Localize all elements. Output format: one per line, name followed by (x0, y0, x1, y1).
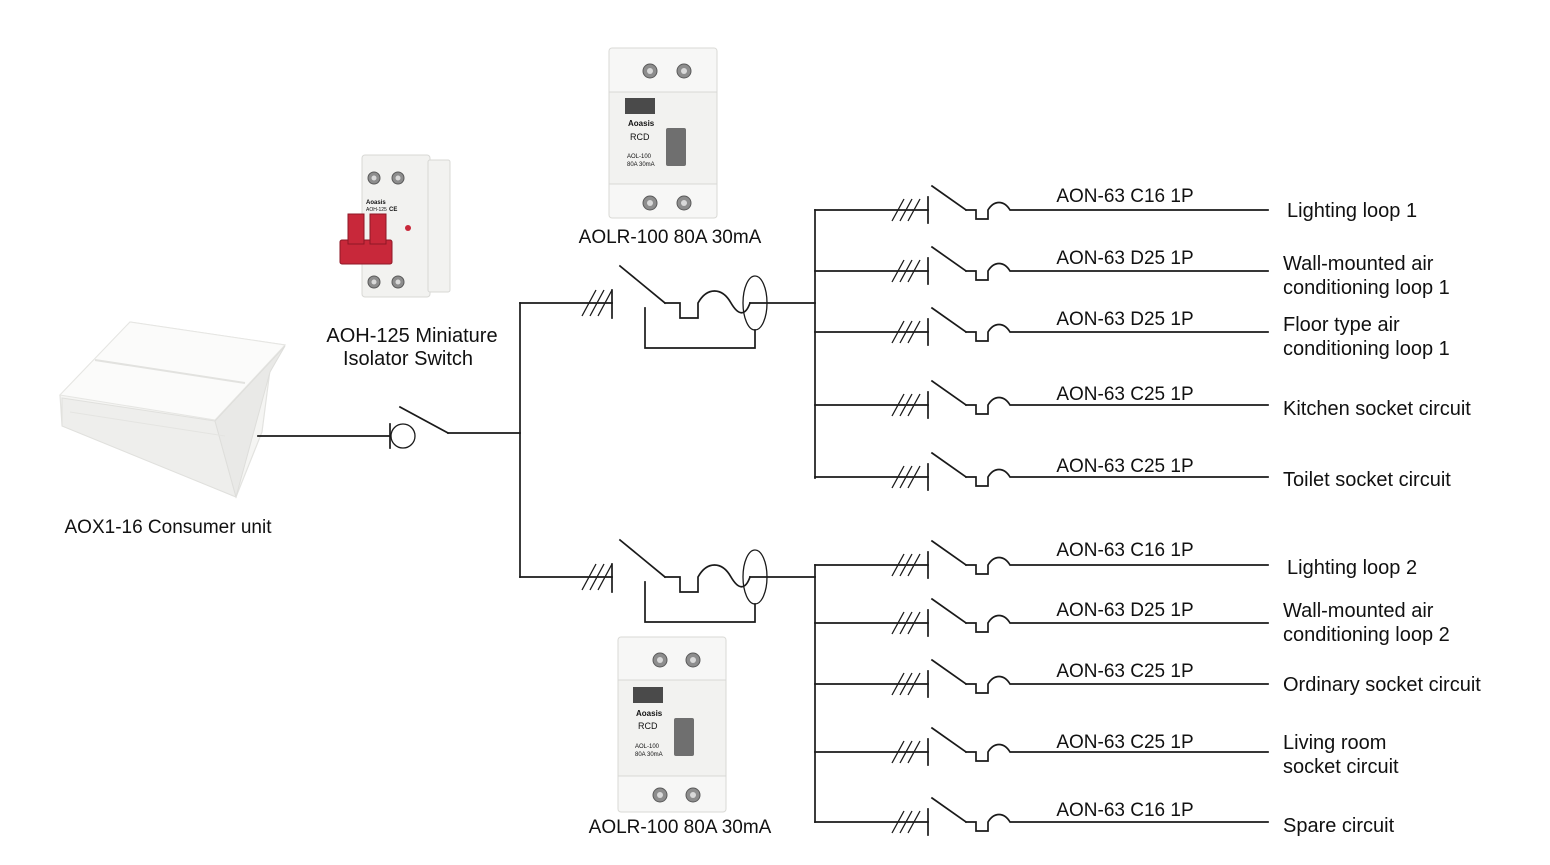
breaker-label: AON-63 C25 1P (1056, 384, 1193, 405)
isolator-model-text: AOH-125 (366, 207, 387, 213)
rcd-bottom-label: AOLR-100 80A 30mA (589, 817, 772, 838)
circuit-label: Lighting loop 1 (1287, 200, 1417, 222)
consumer-unit-label: AOX1-16 Consumer unit (65, 517, 273, 538)
circuit-label: socket circuit (1283, 756, 1399, 778)
rcd-top-image: Aoasis RCD AOL-100 80A 30mA (608, 47, 718, 219)
branch-circuit (814, 597, 1269, 637)
circuit-label: Lighting loop 2 (1287, 557, 1417, 579)
breaker-label: AON-63 D25 1P (1056, 248, 1193, 269)
branch-circuit (814, 306, 1269, 346)
circuit-label: Toilet socket circuit (1283, 469, 1451, 491)
branch-circuit (814, 796, 1269, 836)
isolator-brand-text: Aoasis (366, 200, 386, 206)
branch-circuit (814, 539, 1269, 579)
breaker-label: AON-63 C16 1P (1056, 540, 1193, 561)
circuit-label: Ordinary socket circuit (1283, 674, 1481, 696)
isolator-ce-text: CE (389, 207, 397, 213)
circuit-label: conditioning loop 1 (1283, 277, 1450, 299)
circuit-label: Kitchen socket circuit (1283, 398, 1471, 420)
breaker-label: AON-63 D25 1P (1056, 600, 1193, 621)
branch-circuit (814, 451, 1269, 491)
branch-circuit (814, 726, 1269, 766)
rcd-top-brand-text: Aoasis (628, 119, 655, 128)
breaker-label: AON-63 C25 1P (1056, 456, 1193, 477)
consumer-unit-image (58, 321, 287, 499)
rcd-group1-wiring (519, 209, 816, 479)
main-feed-wiring (257, 302, 521, 578)
rcd-bottom-rating-text: 80A 30mA (635, 752, 663, 758)
isolator-switch-image: Aoasis AOH-125 CE (339, 154, 451, 298)
rcd-top-model-text: AOL-100 (627, 154, 652, 160)
isolator-label-line1: AOH-125 Miniature (326, 325, 497, 347)
breaker-label: AON-63 D25 1P (1056, 309, 1193, 330)
breaker-label: AON-63 C16 1P (1056, 186, 1193, 207)
circuit-label: conditioning loop 1 (1283, 338, 1450, 360)
rcd-bottom-brand-text: Aoasis (636, 709, 663, 718)
rcd-bottom-image: Aoasis RCD AOL-100 80A 30mA (617, 636, 727, 813)
circuit-label: Floor type air (1283, 314, 1400, 336)
branch-circuit (814, 245, 1269, 285)
rcd-group2-wiring (519, 538, 816, 823)
rcd-bottom-model-text: AOL-100 (635, 744, 660, 750)
circuit-label: Spare circuit (1283, 815, 1395, 837)
breaker-label: AON-63 C25 1P (1056, 732, 1193, 753)
circuit-label: Wall-mounted air (1283, 253, 1434, 275)
breaker-label: AON-63 C25 1P (1056, 661, 1193, 682)
rcd-top-label: AOLR-100 80A 30mA (579, 227, 762, 248)
circuit-label: Wall-mounted air (1283, 600, 1434, 622)
branch-circuit (814, 379, 1269, 419)
circuit-label: Living room (1283, 732, 1386, 754)
circuit-label: conditioning loop 2 (1283, 624, 1450, 646)
branch-circuit (814, 658, 1269, 698)
rcd-top-rating-text: 80A 30mA (627, 162, 655, 168)
rcd-bottom-type-text: RCD (638, 721, 658, 731)
isolator-label-line2: Isolator Switch (343, 348, 473, 370)
breaker-label: AON-63 C16 1P (1056, 800, 1193, 821)
rcd-top-type-text: RCD (630, 132, 650, 142)
branch-circuit (814, 184, 1269, 224)
